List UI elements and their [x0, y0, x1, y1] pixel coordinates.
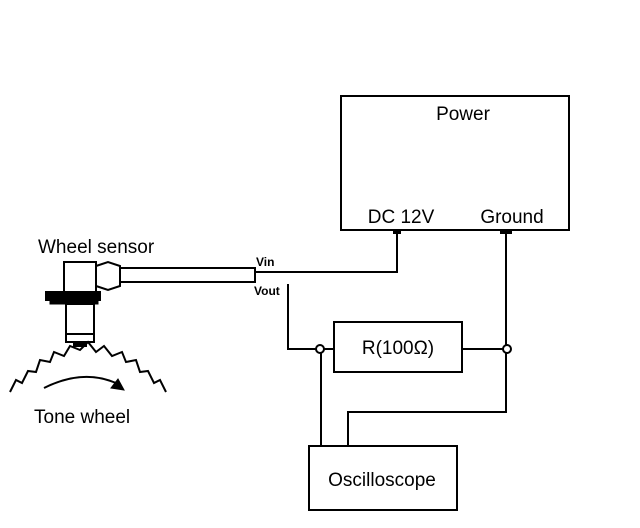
- wire-dc-to-vin: [255, 233, 398, 273]
- wheel-sensor-title: Wheel sensor: [38, 237, 155, 258]
- vout-label: Vout: [254, 284, 280, 298]
- sensor-connector: [95, 260, 121, 292]
- wire-vout-to-node: [287, 284, 319, 350]
- ground-label: Ground: [480, 207, 543, 228]
- junction-node-left: [315, 344, 325, 354]
- vin-label: Vin: [256, 255, 274, 269]
- power-supply: Power DC 12V Ground: [340, 95, 570, 234]
- sensor-body: [65, 303, 95, 343]
- power-title: Power: [436, 104, 491, 125]
- ground-terminal: [500, 230, 512, 234]
- wire-ground-to-oscilloscope: [347, 349, 507, 446]
- junction-node-right: [502, 344, 512, 354]
- rotation-arrow-head: [110, 378, 125, 391]
- resistor-box: [333, 321, 463, 373]
- sensor-cable: Vin Vout: [112, 255, 280, 298]
- oscilloscope: Oscilloscope: [308, 445, 458, 511]
- tone-wheel-gear: [9, 340, 167, 393]
- wheel-sensor: Wheel sensor: [38, 237, 155, 347]
- oscilloscope-label: Oscilloscope: [328, 470, 436, 491]
- tone-wheel-label: Tone wheel: [34, 407, 130, 428]
- power-box: [340, 95, 570, 231]
- rotation-arrow: [43, 375, 119, 389]
- oscilloscope-box: [308, 445, 458, 511]
- cable-body: [112, 267, 256, 283]
- resistor-label: R(100Ω): [362, 338, 434, 359]
- dc-12v-label: DC 12V: [368, 207, 435, 228]
- resistor: R(100Ω): [333, 321, 463, 373]
- wires: [255, 233, 507, 446]
- dc-terminal: [393, 230, 401, 234]
- sensor-flange: [45, 291, 101, 301]
- tone-wheel: Tone wheel: [9, 340, 167, 428]
